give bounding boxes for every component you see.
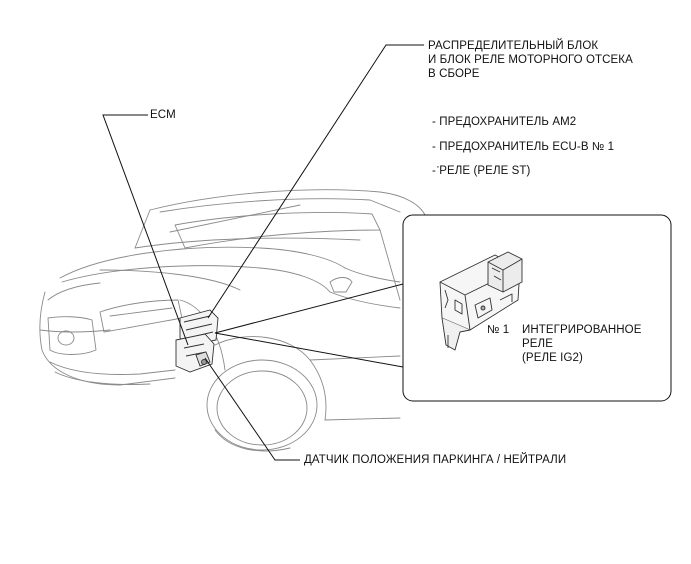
park-neutral-leader [204, 357, 300, 461]
integrated-relay-line2: РЕЛЕ [522, 338, 553, 350]
relay-inset-frame [402, 214, 672, 402]
engine-bay-components [175, 309, 219, 373]
ecm-label: ECM [150, 109, 176, 121]
junction-block-line1: РАСПРЕДЕЛИТЕЛЬНЫЙ БЛОК [428, 40, 599, 52]
fuse-ecu-b-label: - ПРЕДОХРАНИТЕЛЬ ECU-B № 1 [432, 141, 615, 153]
junction-block-line2: И БЛОК РЕЛЕ МОТОРНОГО ОТСЕКА [428, 54, 633, 66]
car-illustration [39, 189, 426, 452]
integrated-relay-line1: ИНТЕГРИРОВАННОЕ [522, 324, 642, 336]
callout-pointer [214, 283, 404, 368]
relay-st-label: - РЕЛЕ (РЕЛЕ ST) [432, 165, 531, 177]
relay-number-label: № 1 [487, 324, 510, 336]
ecm-leader [102, 114, 189, 346]
integrated-relay-line3: (РЕЛЕ IG2) [522, 352, 583, 364]
park-neutral-sensor-label: ДАТЧИК ПОЛОЖЕНИЯ ПАРКИНГА / НЕЙТРАЛИ [304, 454, 567, 466]
bullet-mark: · [436, 161, 440, 173]
junction-block-label: РАСПРЕДЕЛИТЕЛЬНЫЙ БЛОК И БЛОК РЕЛЕ МОТОР… [428, 39, 633, 81]
relay-block-illustration [439, 251, 523, 351]
junction-block-line3: В СБОРЕ [428, 68, 480, 80]
junction-block-leader [207, 44, 424, 319]
fuse-am2-label: - ПРЕДОХРАНИТЕЛЬ AM2 [432, 116, 577, 128]
integrated-relay-label: ИНТЕГРИРОВАННОЕ РЕЛЕ (РЕЛЕ IG2) [522, 323, 641, 365]
